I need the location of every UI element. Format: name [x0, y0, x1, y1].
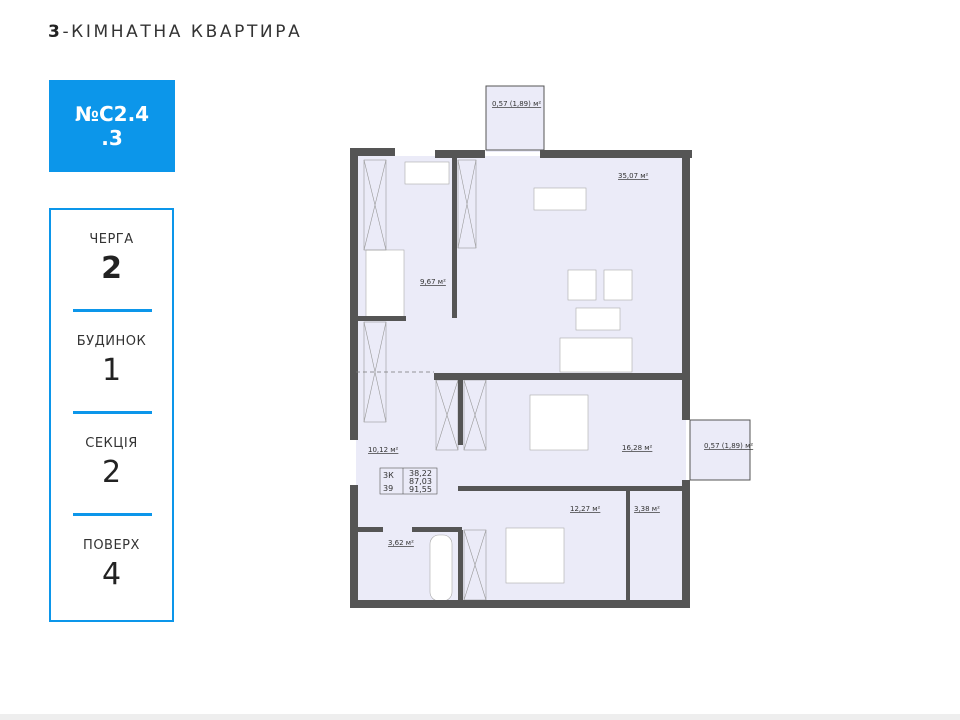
furniture: [365, 161, 633, 602]
info-value: 4: [101, 557, 122, 592]
balcony-outlines: [485, 85, 751, 481]
info-label: БУДИНОК: [76, 334, 147, 349]
room-label-bedroom1: 16,28 м²: [622, 444, 653, 452]
room-label-closet: 3,38 м²: [634, 505, 660, 513]
summary-total-with-balcony: 91,55: [409, 485, 432, 494]
divider: [73, 309, 152, 312]
apartment-number-line2: .3: [101, 126, 123, 150]
divider: [73, 411, 152, 414]
info-label: ЧЕРГА: [89, 232, 134, 247]
apartment-number-badge: №C2.4 .3: [49, 80, 175, 172]
info-queue: ЧЕРГА 2: [51, 210, 172, 312]
info-label: СЕКЦІЯ: [85, 436, 138, 451]
info-value: 1: [101, 353, 122, 388]
summary-total-area: 87,03: [409, 477, 432, 486]
summary-living-area: 38,22: [409, 469, 432, 478]
info-floor: ПОВЕРХ 4: [51, 516, 172, 618]
room-label-bathroom: 3,62 м²: [388, 539, 414, 547]
bottom-bar: [0, 714, 960, 720]
info-section: СЕКЦІЯ 2: [51, 414, 172, 516]
area-summary-table: 3К 39 38,22 87,03 91,55: [379, 467, 438, 495]
title-text: -КІМНАТНА КВАРТИРА: [62, 22, 303, 42]
info-building: БУДИНОК 1: [51, 312, 172, 414]
title-number: 3: [48, 22, 63, 42]
room-label-bedroom2: 12,27 м²: [570, 505, 601, 513]
room-label-balcony-top: 0,57 (1,89) м²: [492, 100, 541, 108]
room-label-balcony-right: 0,57 (1,89) м²: [704, 442, 753, 450]
apartment-number-line1: №C2.4: [74, 102, 150, 126]
summary-type: 3К: [383, 471, 394, 480]
info-panel: ЧЕРГА 2 БУДИНОК 1 СЕКЦІЯ 2 ПОВЕРХ 4: [49, 208, 174, 622]
room-label-living: 35,07 м²: [618, 172, 649, 180]
info-value: 2: [101, 251, 122, 286]
info-value: 2: [101, 455, 122, 490]
room-label-study: 9,67 м²: [420, 278, 446, 286]
walls: [350, 148, 692, 608]
room-label-hall: 10,12 м²: [368, 446, 399, 454]
info-label: ПОВЕРХ: [83, 538, 140, 553]
summary-number: 39: [383, 484, 393, 493]
divider: [73, 513, 152, 516]
page-title: 3-КІМНАТНА КВАРТИРА: [48, 22, 302, 42]
